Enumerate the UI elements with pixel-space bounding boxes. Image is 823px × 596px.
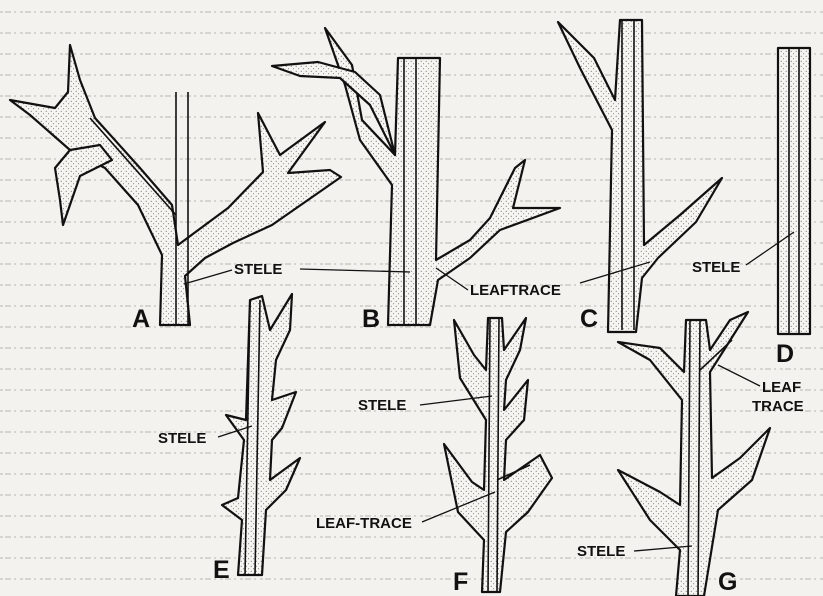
leader-leaf-trace-g <box>718 365 760 386</box>
figure-a: A <box>10 45 341 333</box>
leader-stele-a <box>184 270 232 284</box>
label-leaf-trace-f: LEAF-TRACE <box>316 515 412 532</box>
figure-g-shoot <box>618 312 770 596</box>
figure-a-side-frond <box>55 145 112 225</box>
figure-b-letter: B <box>362 305 380 333</box>
figure-e-shoot <box>222 294 300 575</box>
figure-f-letter: F <box>453 568 468 596</box>
figure-d: D <box>776 48 810 368</box>
label-stele-ab: STELE <box>234 261 282 278</box>
figure-e: E <box>213 294 300 584</box>
label-stele-d: STELE <box>692 259 740 276</box>
label-leaftrace-bc: LEAFTRACE <box>470 282 561 299</box>
figure-a-letter: A <box>132 305 150 333</box>
figure-d-letter: D <box>776 340 794 368</box>
label-leaf-g: LEAF <box>762 379 801 396</box>
figure-f: F <box>444 318 552 596</box>
figure-g-letter: G <box>718 568 737 596</box>
figure-d-stem <box>778 48 810 334</box>
label-stele-g: STELE <box>577 543 625 560</box>
figure-c-letter: C <box>580 305 598 333</box>
figure-c: C <box>558 20 722 333</box>
figure-e-letter: E <box>213 556 230 584</box>
label-trace-g: TRACE <box>752 398 804 415</box>
label-stele-f: STELE <box>358 397 406 414</box>
figure-c-shoot <box>558 20 722 332</box>
figure-b-shoot <box>325 28 560 325</box>
figure-g: G <box>618 312 770 596</box>
label-stele-e: STELE <box>158 430 206 447</box>
